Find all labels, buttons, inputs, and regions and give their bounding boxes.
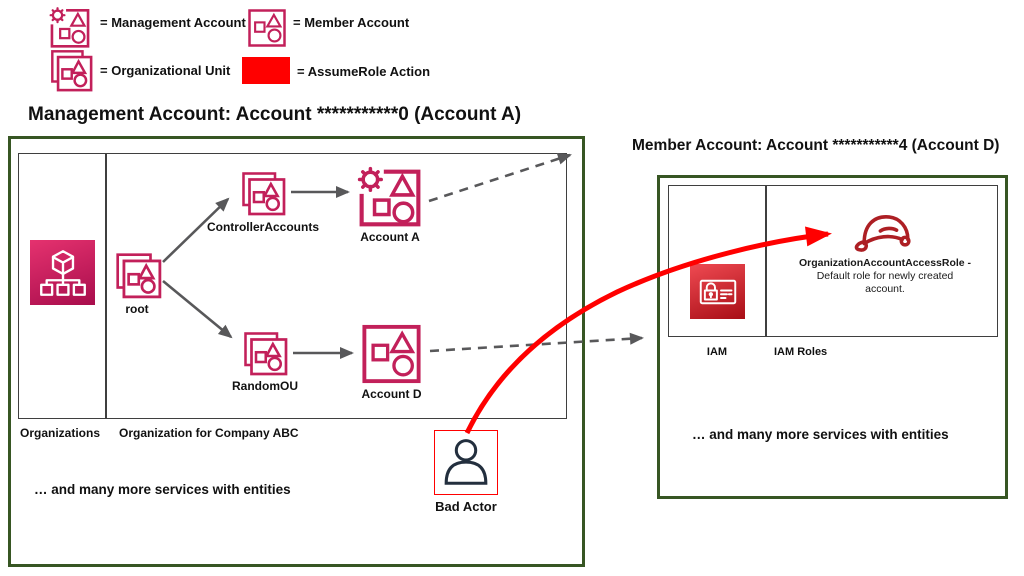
role-name: OrganizationAccountAccessRole - — [798, 257, 972, 269]
bad-actor-label: Bad Actor — [435, 499, 497, 514]
iam-roles-label: IAM Roles — [774, 346, 828, 358]
account-a-label: Account A — [360, 230, 420, 244]
random-ou-label: RandomOU — [232, 379, 298, 393]
management-account-title: Management Account: Account ***********0… — [28, 104, 522, 125]
organizations-panel-divider — [105, 153, 107, 419]
account-a-icon — [357, 165, 423, 229]
member-account-title: Member Account: Account ***********4 (Ac… — [632, 137, 1000, 154]
iam-service-label: IAM — [706, 346, 728, 358]
iam-role-hardhat-icon — [848, 208, 916, 258]
role-description: OrganizationAccountAccessRole - Default … — [779, 257, 991, 296]
assumerole-action-swatch — [242, 57, 290, 84]
organizations-service-label: Organizations — [20, 426, 101, 440]
bad-actor-icon — [444, 438, 488, 485]
member-account-icon — [247, 8, 287, 48]
account-d-label: Account D — [361, 387, 422, 401]
role-desc-line2: account. — [865, 283, 905, 295]
organization-name-label: Organization for Company ABC — [119, 426, 299, 440]
account-d-icon — [360, 323, 423, 385]
legend-organizational-unit-label: = Organizational Unit — [100, 63, 231, 78]
controller-accounts-ou-icon — [239, 169, 287, 217]
root-label: root — [125, 302, 149, 316]
controller-accounts-label: ControllerAccounts — [206, 220, 319, 234]
root-ou-icon — [113, 250, 163, 300]
organizations-service-icon — [30, 240, 95, 305]
role-desc-line1: Default role for newly created — [816, 270, 954, 282]
legend-member-account-label: = Member Account — [293, 15, 410, 30]
member-more-services-text: … and many more services with entities — [692, 427, 949, 442]
iam-service-icon — [690, 264, 745, 319]
organizational-unit-icon — [48, 47, 94, 93]
management-account-icon — [49, 4, 91, 50]
legend-management-account-label: = Management Account — [100, 15, 246, 30]
random-ou-icon — [241, 329, 289, 377]
legend-assumerole-action-label: = AssumeRole Action — [297, 64, 431, 79]
bad-actor-box — [434, 430, 498, 495]
iam-panel-divider — [765, 185, 767, 337]
management-more-services-text: … and many more services with entities — [34, 482, 291, 497]
